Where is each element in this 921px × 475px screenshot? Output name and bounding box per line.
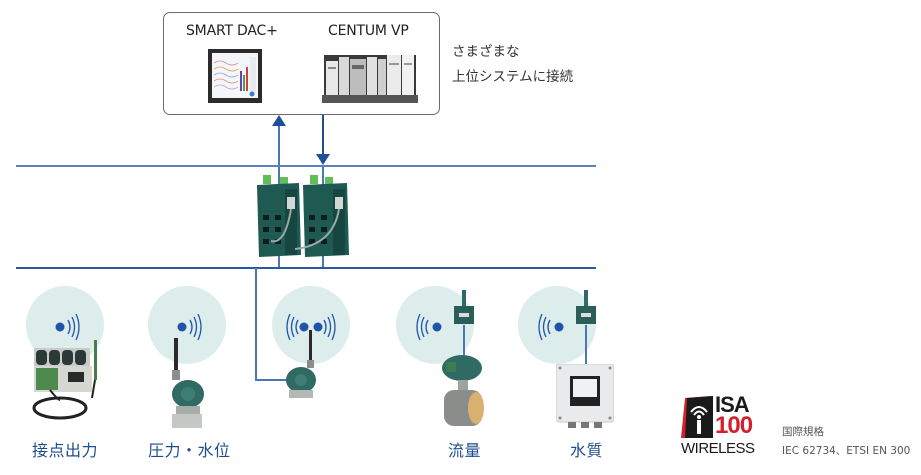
upper-network-bus <box>16 165 596 167</box>
adapter-cable <box>585 325 587 365</box>
pressure-transmitter-image <box>162 338 208 430</box>
access-point-feed-horizontal <box>255 379 287 381</box>
adapter-cable <box>463 325 465 355</box>
wifi-signal-right-icon <box>54 312 90 346</box>
water-quality-analyzer-image <box>555 363 615 430</box>
upper-systems-box: SMART DAC+ CENTUM VP <box>163 12 440 115</box>
centum-vp-label: CENTUM VP <box>328 23 409 39</box>
downlink-line <box>322 115 324 155</box>
logo-isa-text: ISA <box>715 392 750 417</box>
flowmeter-image <box>438 354 488 430</box>
caption-line-2: 上位システムに接続 <box>452 69 574 85</box>
isa100-logo-mark <box>681 396 713 438</box>
recorder-device-image <box>208 49 262 103</box>
device-label-flow: 流量 <box>448 441 482 460</box>
wireless-adapter-image <box>452 290 476 338</box>
device-label-pressure-water-level: 圧力・水位 <box>148 441 231 460</box>
wifi-signal-left-icon <box>410 312 446 346</box>
wifi-signal-both-icon <box>280 312 342 346</box>
standard-title: 国際規格 <box>782 426 824 438</box>
access-point-device-image <box>283 330 323 402</box>
downlink-arrow-icon <box>316 154 330 165</box>
contact-output-device-image <box>30 340 100 425</box>
isa100-wireless-logo: ISA 100 WIRELESS <box>681 392 767 458</box>
wireless-adapter-image <box>574 290 598 338</box>
device-label-water-quality: 水質 <box>570 441 604 460</box>
access-point-feed-line <box>255 268 257 380</box>
standard-detail: IEC 62734、ETSI EN 300 <box>782 445 911 457</box>
lower-network-bus <box>16 267 596 269</box>
logo-wireless-text: WIRELESS <box>681 440 755 457</box>
network-gateway-switch-image <box>255 175 355 260</box>
device-label-contact-output: 接点出力 <box>32 441 99 460</box>
caption-line-1: さまざまな <box>452 44 520 60</box>
smart-dac-label: SMART DAC+ <box>186 23 278 39</box>
wireless-coverage-circle <box>148 286 226 364</box>
control-system-rack-image <box>322 49 418 105</box>
uplink-arrow-icon <box>272 115 286 126</box>
logo-100-text: 100 <box>715 412 753 439</box>
wifi-signal-left-icon <box>532 312 568 346</box>
wifi-signal-right-icon <box>176 312 212 346</box>
